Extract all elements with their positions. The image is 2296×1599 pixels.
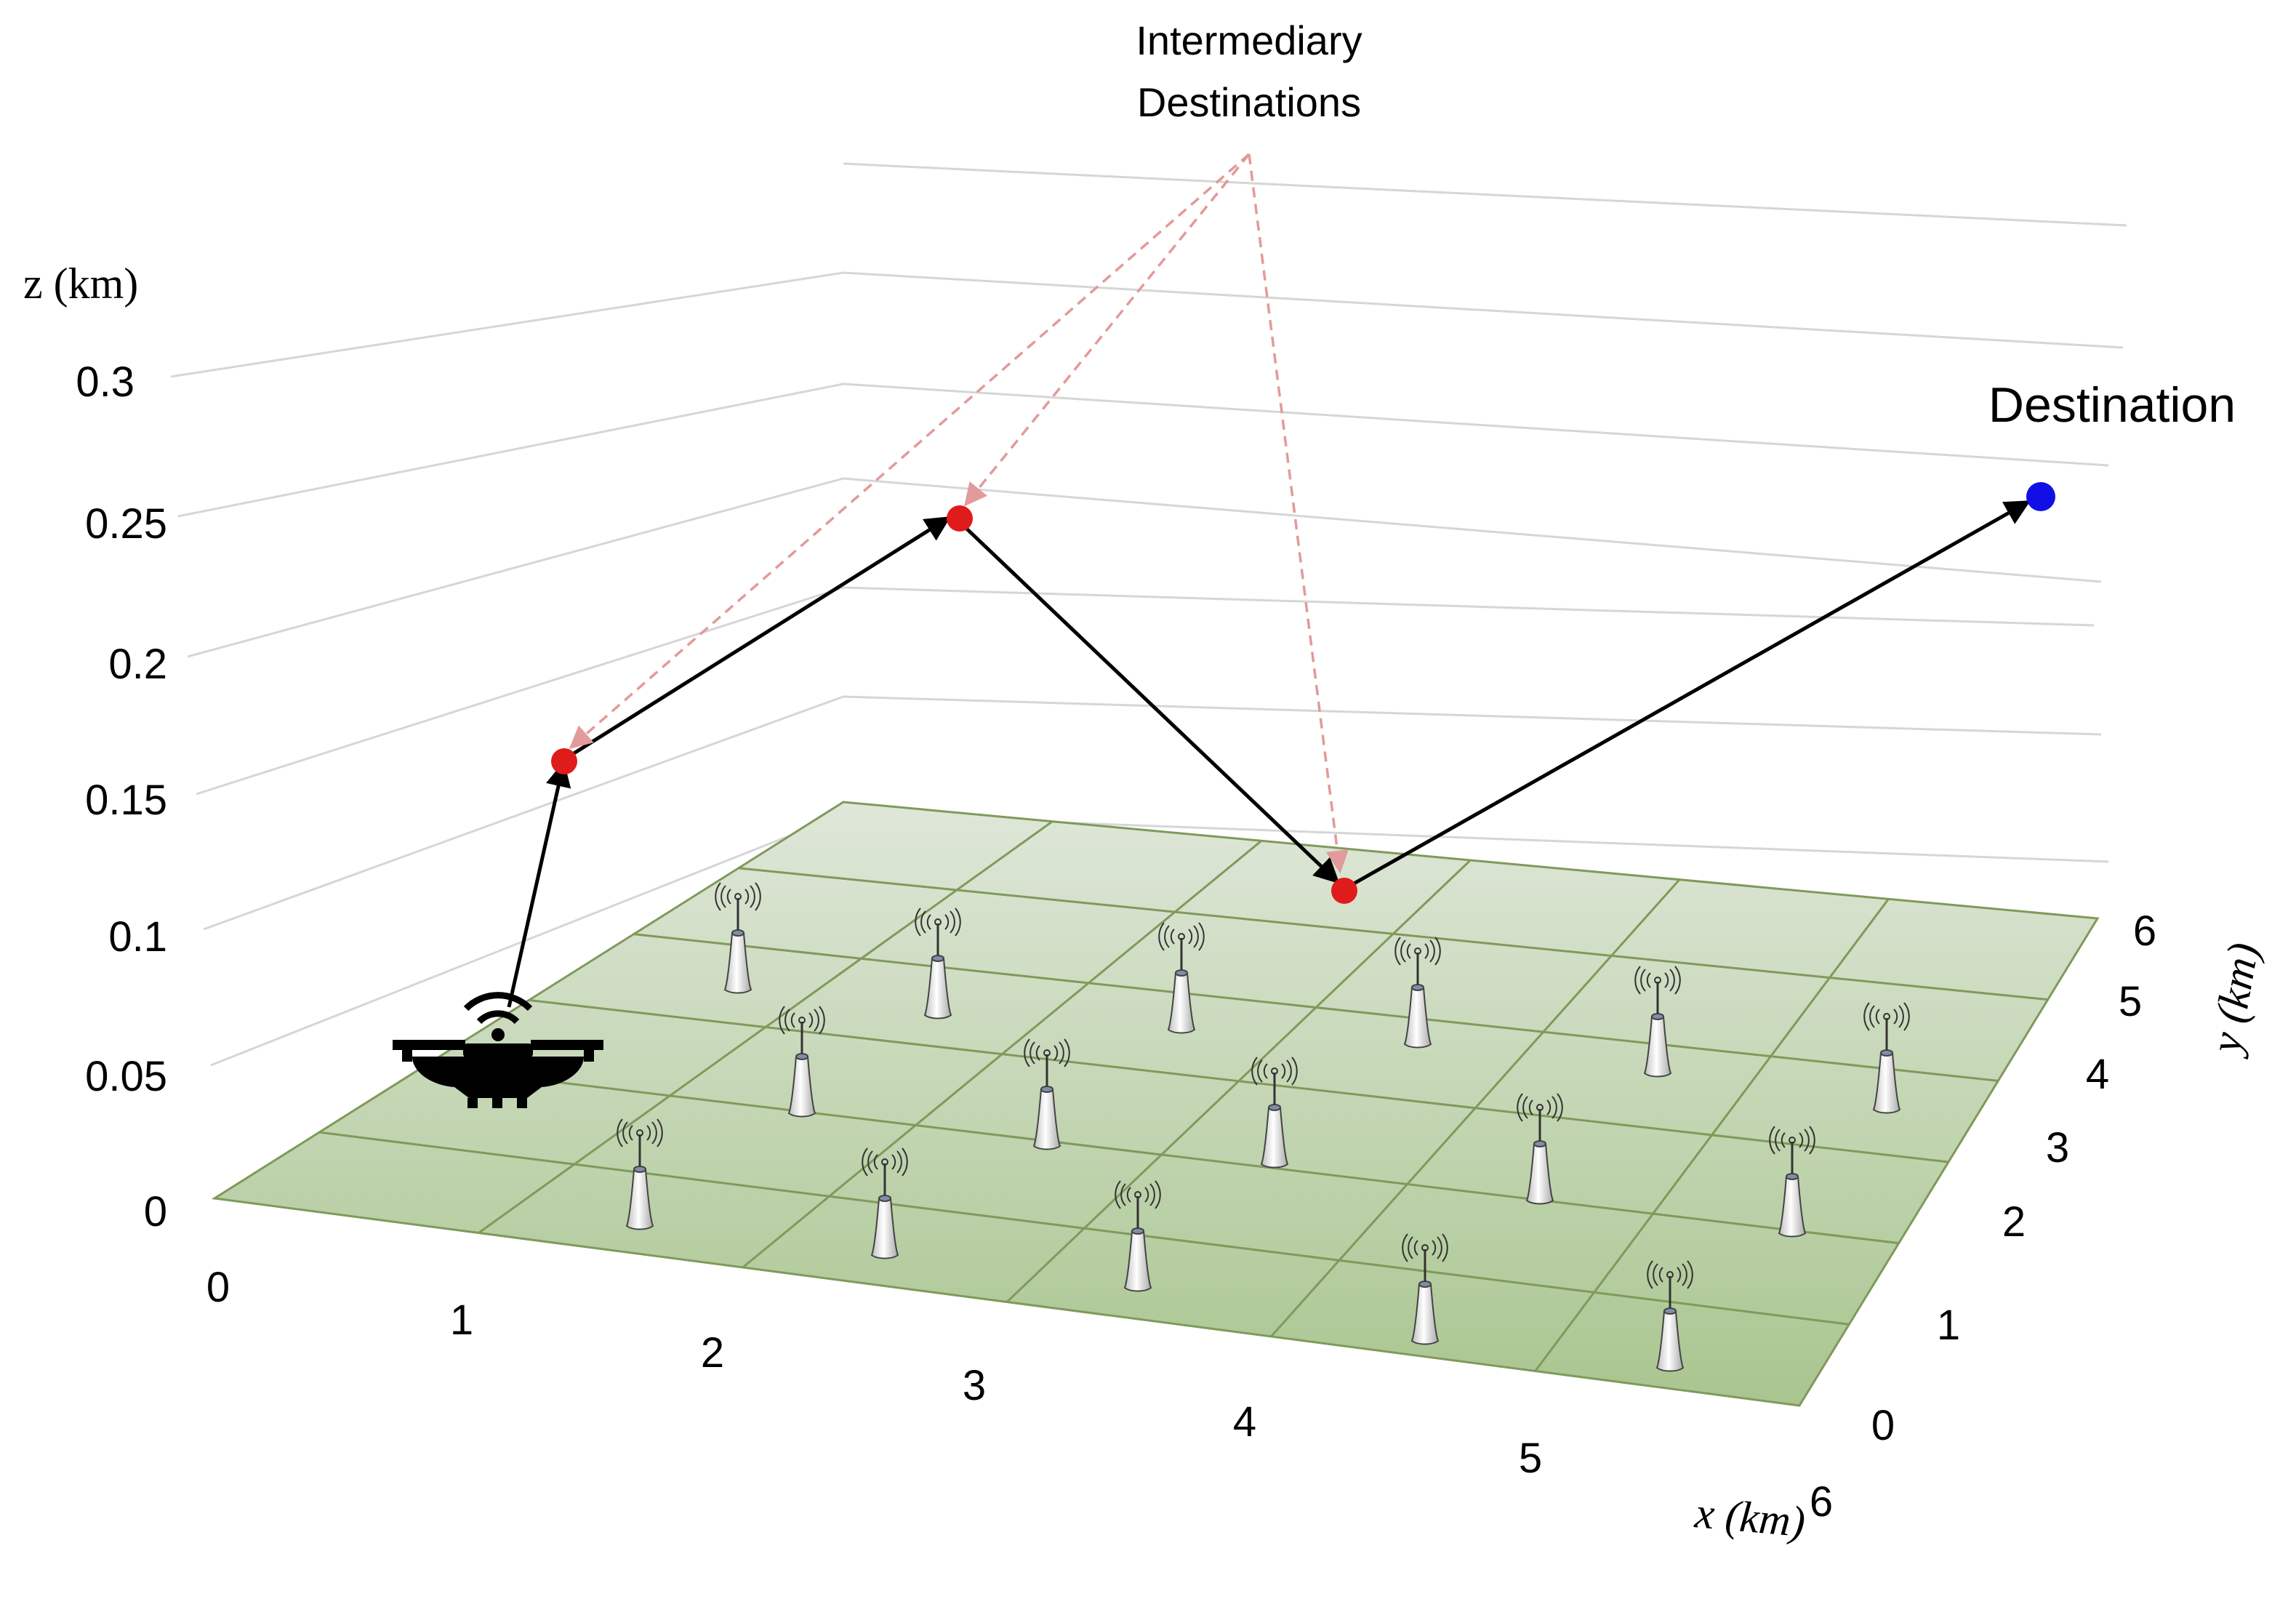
y-tick-label: 1 <box>1937 1302 1960 1349</box>
x-tick-label: 0 <box>206 1264 230 1311</box>
x-tick-label: 2 <box>701 1329 724 1376</box>
drone-icon <box>393 992 603 1108</box>
x-axis-ticks: 0 1 2 3 4 5 6 <box>206 1264 1833 1526</box>
z-axis-ticks: 0 0.05 0.1 0.15 0.2 0.25 0.3 <box>76 358 167 1235</box>
path-segment-1 <box>562 516 951 762</box>
annotation-arrow-2 <box>964 153 1251 507</box>
y-tick-label: 4 <box>2086 1051 2109 1098</box>
z-tick-label: 0.25 <box>85 500 167 548</box>
intermediary-label-line2: Destinations <box>1137 79 1361 125</box>
y-tick-label: 2 <box>2002 1198 2026 1246</box>
wall-gridline-0.3 <box>170 271 2124 378</box>
intermediary-waypoint-2 <box>947 505 973 532</box>
ground-plane <box>211 801 2100 1407</box>
wall-gridline-0.1 <box>203 695 2102 931</box>
wall-gridlines <box>170 162 2127 1067</box>
z-tick-label: 0.2 <box>108 641 167 688</box>
x-axis-title: x (km) <box>1693 1488 1807 1546</box>
wall-gridline-0.25 <box>177 382 2109 518</box>
z-tick-label: 0.1 <box>108 913 167 961</box>
z-tick-label: 0.05 <box>85 1053 167 1100</box>
y-tick-label: 3 <box>2046 1124 2069 1171</box>
annotation-arrow-3 <box>1248 153 1349 874</box>
z-tick-label: 0.3 <box>76 358 135 406</box>
wall-gridline-top <box>843 162 2127 227</box>
x-tick-label: 3 <box>963 1362 986 1409</box>
intermediary-label-line1: Intermediary <box>1136 17 1362 63</box>
wall-gridline-0.15 <box>196 586 2095 796</box>
ground-gridline-y <box>738 867 2048 1001</box>
x-tick-label: 6 <box>1810 1478 1833 1526</box>
z-axis-title: z (km) <box>23 260 138 308</box>
y-tick-label: 5 <box>2119 978 2142 1025</box>
intermediary-annotation-arrows <box>569 153 1349 874</box>
destination-point <box>2026 482 2055 511</box>
y-tick-label: 0 <box>1871 1402 1895 1449</box>
x-tick-label: 5 <box>1519 1435 1542 1482</box>
y-tick-label: 6 <box>2133 907 2156 955</box>
z-tick-label: 0.15 <box>85 777 167 824</box>
annotation-arrow-1 <box>569 153 1251 750</box>
ground-gridlines <box>318 820 2048 1372</box>
wall-gridline-0.2 <box>187 477 2102 658</box>
x-tick-label: 4 <box>1233 1398 1256 1446</box>
path-segment-3 <box>1344 500 2031 891</box>
destination-label: Destination <box>1988 377 2236 433</box>
x-tick-label: 1 <box>450 1297 473 1344</box>
intermediary-waypoint-3 <box>1331 878 1357 904</box>
flight-path <box>507 500 2031 1008</box>
intermediary-waypoint-1 <box>551 748 577 774</box>
path-segment-takeoff <box>507 761 571 1008</box>
z-tick-label: 0 <box>144 1188 167 1235</box>
path-segment-2 <box>958 521 1340 884</box>
y-axis-title: y (km) <box>2201 939 2268 1061</box>
